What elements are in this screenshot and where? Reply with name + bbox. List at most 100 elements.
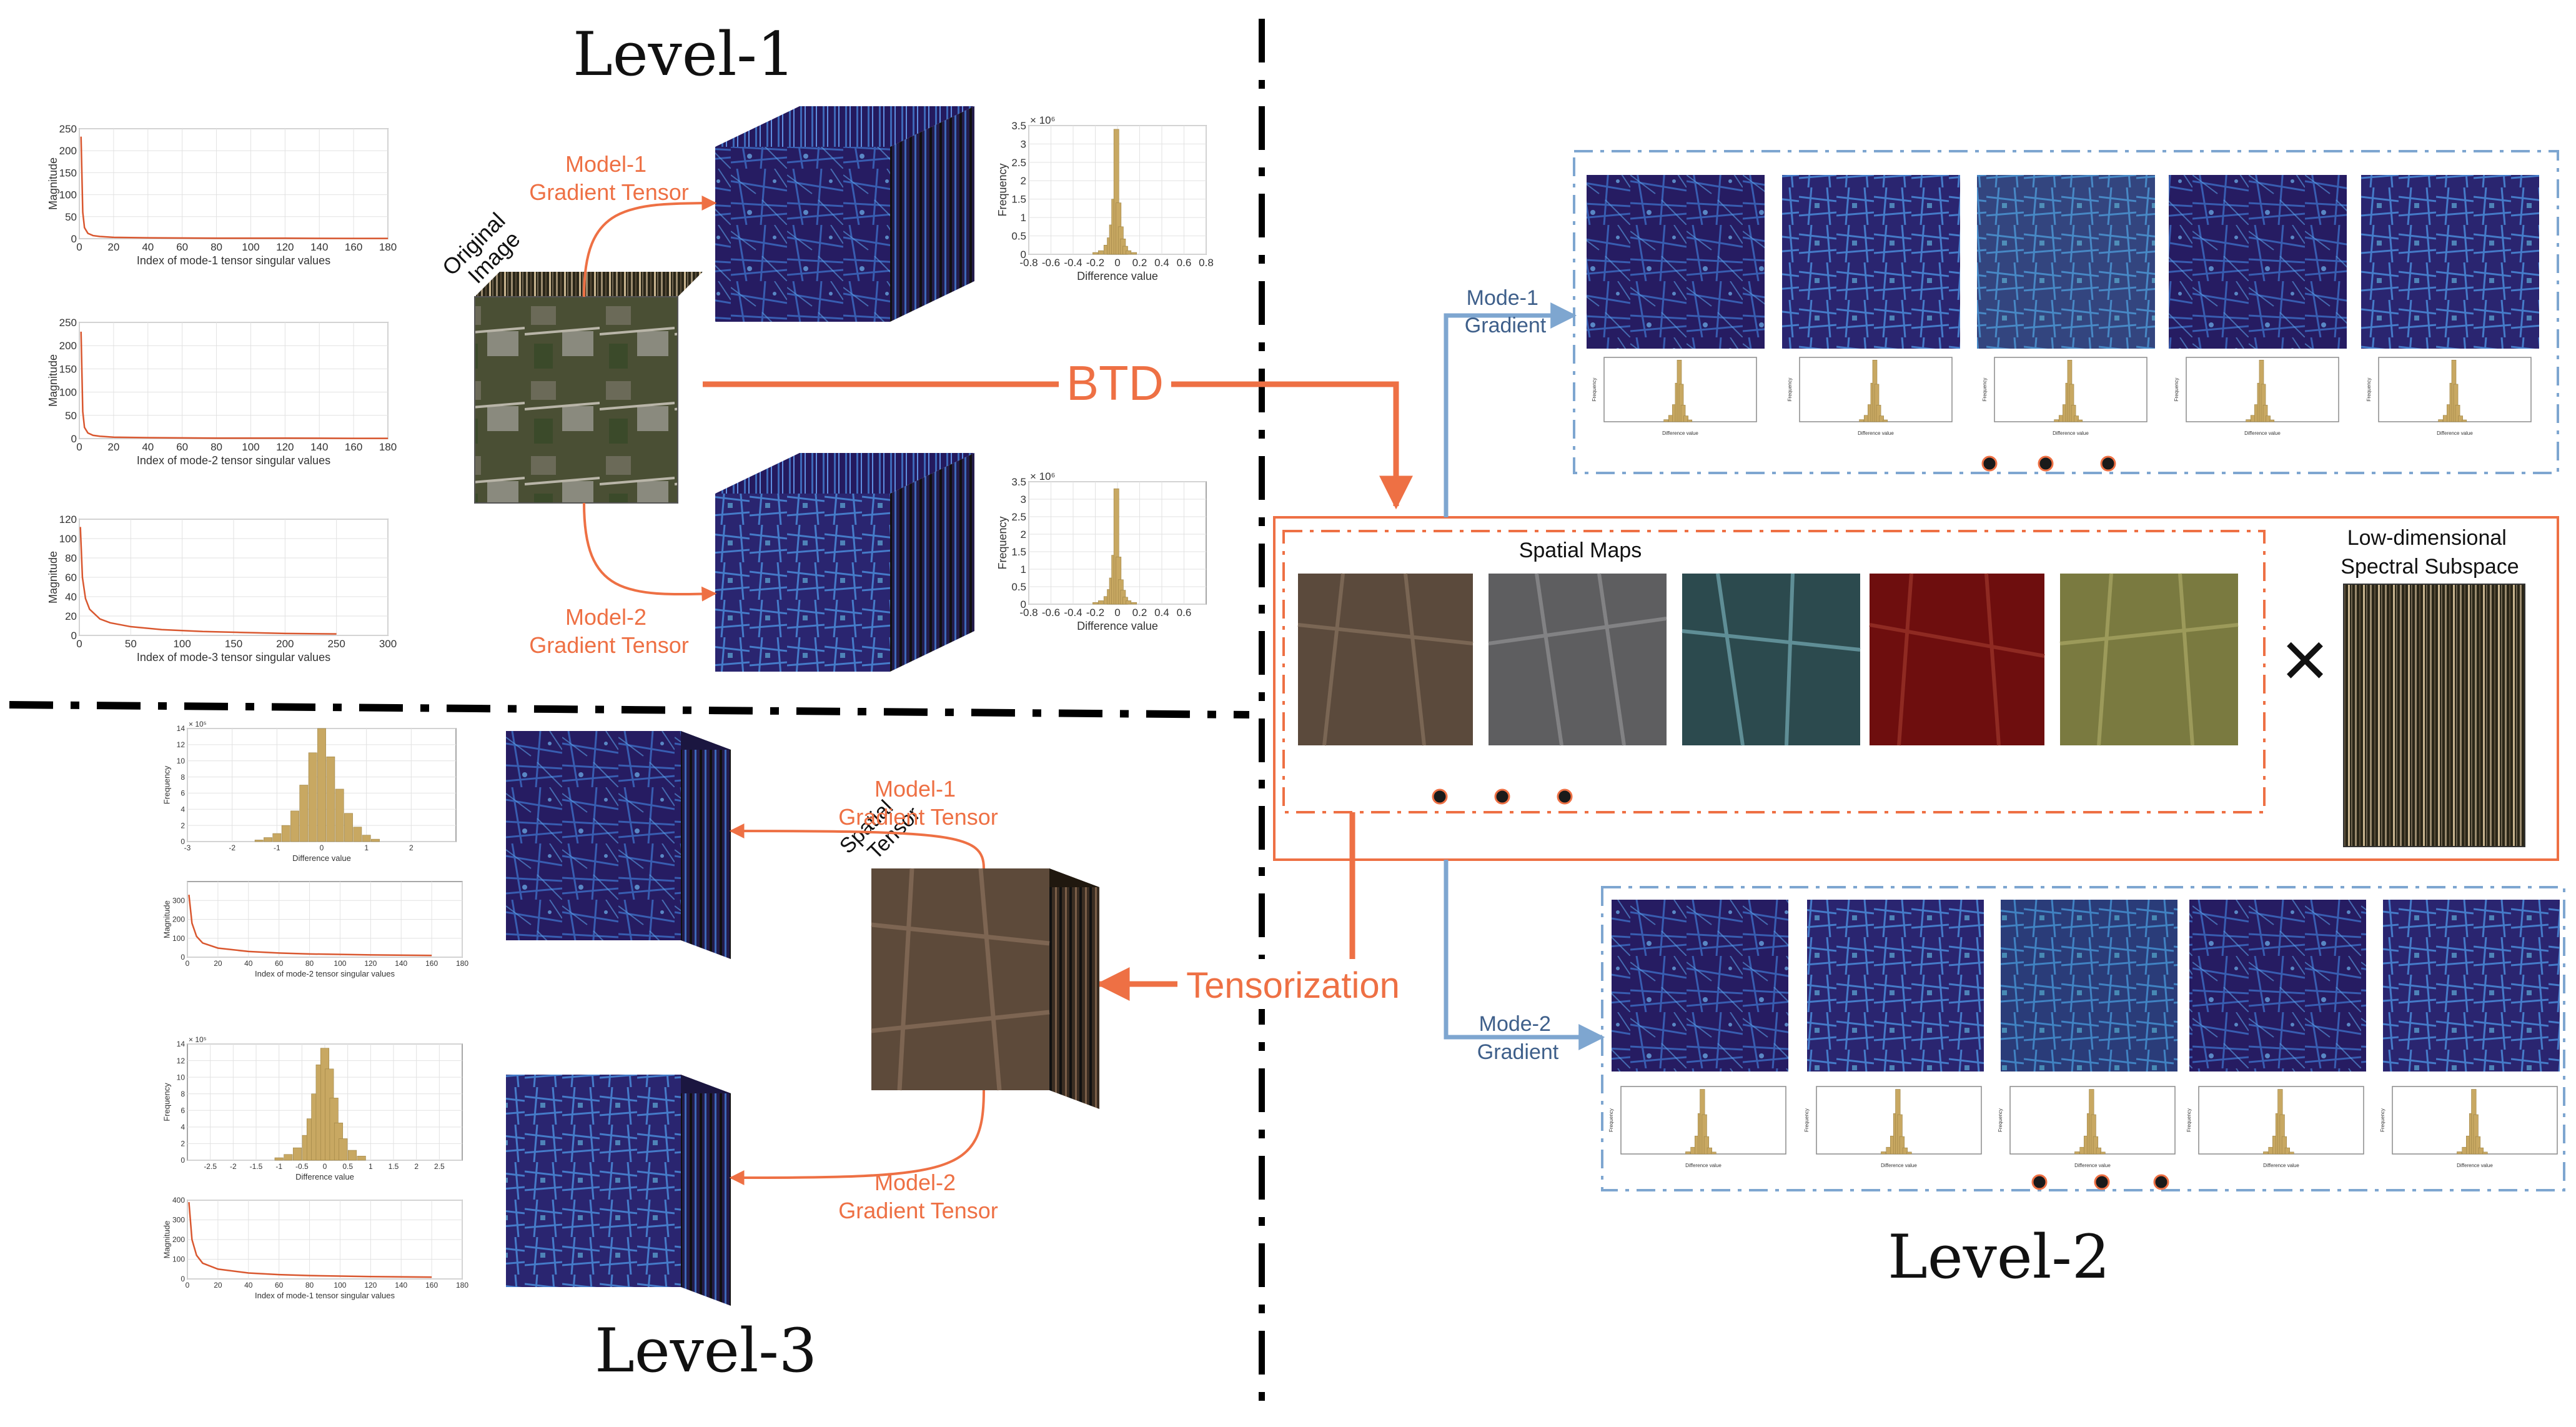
x-tick-label: 1	[364, 843, 369, 852]
histogram-bar	[2478, 1147, 2484, 1155]
histogram-bar	[264, 837, 272, 842]
x-tick-label: -0.6	[1042, 607, 1060, 619]
histogram-bar	[2438, 419, 2443, 422]
x-tick-label: -1.5	[250, 1162, 263, 1171]
y-tick-label: 100	[59, 533, 77, 545]
y-axis-label: Frequency	[1982, 378, 1988, 402]
model-1-label-level-1: Model-1 Gradient Tensor	[529, 151, 688, 205]
y-tick-label: 80	[65, 552, 77, 564]
y-tick-label: 2	[181, 1140, 185, 1148]
spatial-map-4	[1869, 573, 2045, 746]
y-tick-label: 50	[65, 211, 77, 223]
histogram-bar	[1703, 1136, 1710, 1155]
y-axis-label: Frequency	[1998, 1108, 2003, 1132]
series-line	[80, 136, 388, 239]
y-tick-label: 250	[59, 317, 77, 329]
y-tick-label: 400	[172, 1196, 185, 1205]
histogram-bar	[2455, 405, 2460, 422]
x-tick-label: 60	[275, 1281, 284, 1290]
y-tick-label: 150	[59, 167, 77, 179]
y-tick-label: 100	[59, 189, 77, 201]
x-tick-label: 0.5	[342, 1162, 353, 1171]
y-tick-label: 4	[181, 805, 185, 813]
x-axis-label: Difference value	[1858, 430, 1894, 436]
x-axis-label: Difference value	[2244, 430, 2281, 436]
histogram-bar	[272, 833, 282, 842]
arrow-to-model-2	[583, 502, 717, 602]
series-line	[79, 527, 337, 635]
model-1-gradient-tensor-cube	[715, 106, 974, 322]
x-axis-label: Difference value	[2074, 1163, 2111, 1168]
x-tick-label: -0.4	[1064, 257, 1082, 269]
model-1-label-level-3: Model-1 Gradient Tensor	[838, 776, 998, 830]
histogram-bar	[2269, 419, 2275, 422]
x-tick-label: -2.5	[204, 1162, 217, 1171]
histogram-bar	[2475, 1136, 2481, 1155]
x-tick-label: 0.6	[1177, 257, 1192, 269]
x-axis-label: Difference value	[1077, 620, 1158, 632]
y-tick-label: 3	[1021, 138, 1026, 150]
btd-arrow	[703, 381, 1413, 510]
histogram-bar	[254, 840, 264, 842]
x-tick-label: 100	[242, 441, 259, 453]
y-tick-label: 0	[181, 837, 185, 846]
x-tick-label: 20	[214, 1281, 222, 1290]
y-tick-label: 100	[172, 1255, 185, 1264]
histogram-bar	[1711, 1151, 1717, 1155]
y-exponent-label: × 10⁵	[189, 720, 207, 728]
model-2-label-level-3: Model-2 Gradient Tensor	[838, 1170, 998, 1223]
x-tick-label: 0	[1114, 607, 1120, 619]
x-tick-label: 160	[425, 1281, 438, 1290]
x-axis-label: Index of mode-1 tensor singular values	[255, 1291, 395, 1300]
histogram-bar	[1881, 1151, 1886, 1155]
series-line	[188, 1202, 432, 1278]
histogram-bar	[2071, 405, 2076, 422]
histogram-bar	[1131, 602, 1137, 605]
y-tick-label: 8	[181, 773, 185, 782]
y-axis-label: Frequency	[2186, 1108, 2192, 1132]
histogram-bar	[2263, 1151, 2269, 1155]
y-tick-label: 200	[172, 1235, 185, 1244]
x-tick-label: 300	[379, 638, 397, 650]
histogram-bar	[1876, 405, 1881, 422]
y-tick-label: 1	[1021, 564, 1026, 575]
x-tick-label: 20	[107, 241, 119, 253]
x-axis-label: Difference value	[1881, 1163, 1917, 1168]
x-tick-label: 0	[320, 843, 324, 852]
x-axis-label: Difference value	[1662, 430, 1698, 436]
x-tick-label: -3	[184, 843, 191, 852]
y-tick-label: 3.5	[1011, 476, 1026, 488]
btd-label: BTD	[1066, 356, 1164, 410]
histogram-bar	[1097, 600, 1104, 605]
y-axis-label: Frequency	[1804, 1108, 1810, 1132]
level-3-arrow-model-1	[729, 823, 985, 869]
x-tick-label: 180	[456, 959, 468, 968]
plot-area	[79, 322, 389, 439]
x-tick-label: 160	[345, 241, 362, 253]
y-tick-label: 8	[181, 1090, 185, 1098]
level-3-model-1-gradient-tensor	[506, 731, 731, 959]
y-tick-label: 0	[181, 1275, 185, 1283]
x-tick-label: 120	[276, 441, 294, 453]
x-tick-label: 0	[76, 241, 82, 253]
x-tick-label: 100	[242, 241, 259, 253]
tensorization-label: Tensorization	[1186, 965, 1400, 1006]
x-tick-label: -0.6	[1042, 257, 1060, 269]
x-tick-label: 20	[107, 441, 119, 453]
x-tick-label: 40	[244, 959, 253, 968]
x-axis-label: Difference value	[1077, 270, 1158, 282]
x-tick-label: -0.8	[1019, 607, 1038, 619]
y-tick-label: 14	[177, 1040, 186, 1048]
x-axis-label: Difference value	[295, 1172, 354, 1181]
histogram-bar	[2266, 415, 2271, 422]
x-tick-label: 0.4	[1154, 607, 1169, 619]
